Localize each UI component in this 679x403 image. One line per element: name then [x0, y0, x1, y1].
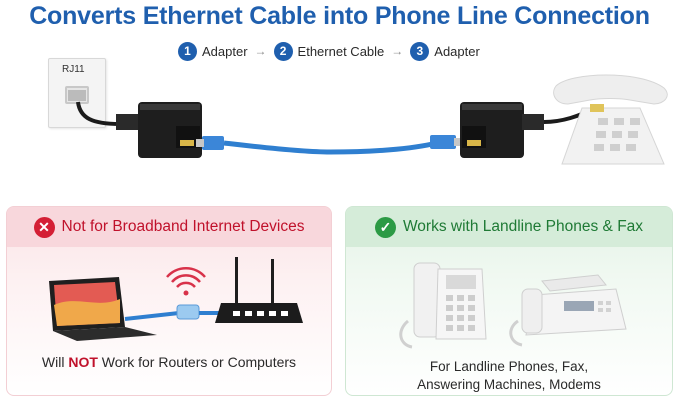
- check-circle-icon: ✓: [374, 216, 396, 238]
- phone-cord-left: [76, 101, 121, 126]
- step-label: Adapter: [202, 43, 248, 59]
- coupler-icon: [176, 304, 200, 320]
- caption-prefix: Will: [41, 354, 69, 370]
- compatible-panel: ✓ Works with Landline Phones & Fax: [345, 206, 673, 396]
- rj11-jack-socket: [68, 90, 86, 101]
- left-adapter: [116, 102, 202, 158]
- laptop-icon: [49, 277, 157, 341]
- compatible-heading-text: Works with Landline Phones & Fax: [402, 218, 644, 235]
- caption-line-2: Answering Machines, Modems: [417, 377, 601, 392]
- desk-phone: [553, 74, 668, 165]
- step-label: Adapter: [434, 43, 480, 59]
- step-label: Ethernet Cable: [297, 43, 385, 59]
- step-number: 2: [273, 41, 293, 61]
- not-compatible-panel: ✕ Not for Broadband Internet Devices: [6, 206, 332, 396]
- compatible-heading: ✓ Works with Landline Phones & Fax: [346, 207, 672, 247]
- diagram-illustration: [76, 74, 668, 165]
- phone-fax-illustration: [399, 262, 627, 349]
- fax-machine-icon: [509, 274, 627, 347]
- wifi-icon: [166, 267, 206, 288]
- caption-suffix: Work for Routers or Computers: [97, 354, 297, 370]
- caption-emphasis: NOT: [68, 354, 98, 370]
- caption-line-1: For Landline Phones, Fax,: [429, 359, 589, 374]
- not-compatible-caption: Will NOT Work for Routers or Computers: [7, 354, 331, 370]
- page-title: Converts Ethernet Cable into Phone Line …: [29, 2, 650, 30]
- x-circle-icon: ✕: [33, 216, 55, 238]
- right-adapter: [460, 102, 544, 158]
- rj11-label: RJ11: [62, 64, 85, 75]
- step-number: 3: [410, 41, 430, 61]
- arrow-right-icon: →: [391, 44, 404, 58]
- router-icon: [215, 257, 303, 323]
- router-computer-illustration: [49, 257, 303, 341]
- not-compatible-heading-text: Not for Broadband Internet Devices: [61, 218, 305, 235]
- not-compatible-heading: ✕ Not for Broadband Internet Devices: [7, 207, 331, 247]
- compatible-caption: For Landline Phones, Fax, Answering Mach…: [346, 358, 672, 394]
- arrow-right-icon: →: [254, 44, 267, 58]
- step-number: 1: [178, 41, 197, 61]
- ethernet-cable: [196, 135, 462, 155]
- cable: [124, 311, 180, 321]
- step-sequence: 1 Adapter → 2 Ethernet Cable → 3 Adapter: [178, 40, 480, 62]
- landline-phone-icon: [399, 262, 487, 349]
